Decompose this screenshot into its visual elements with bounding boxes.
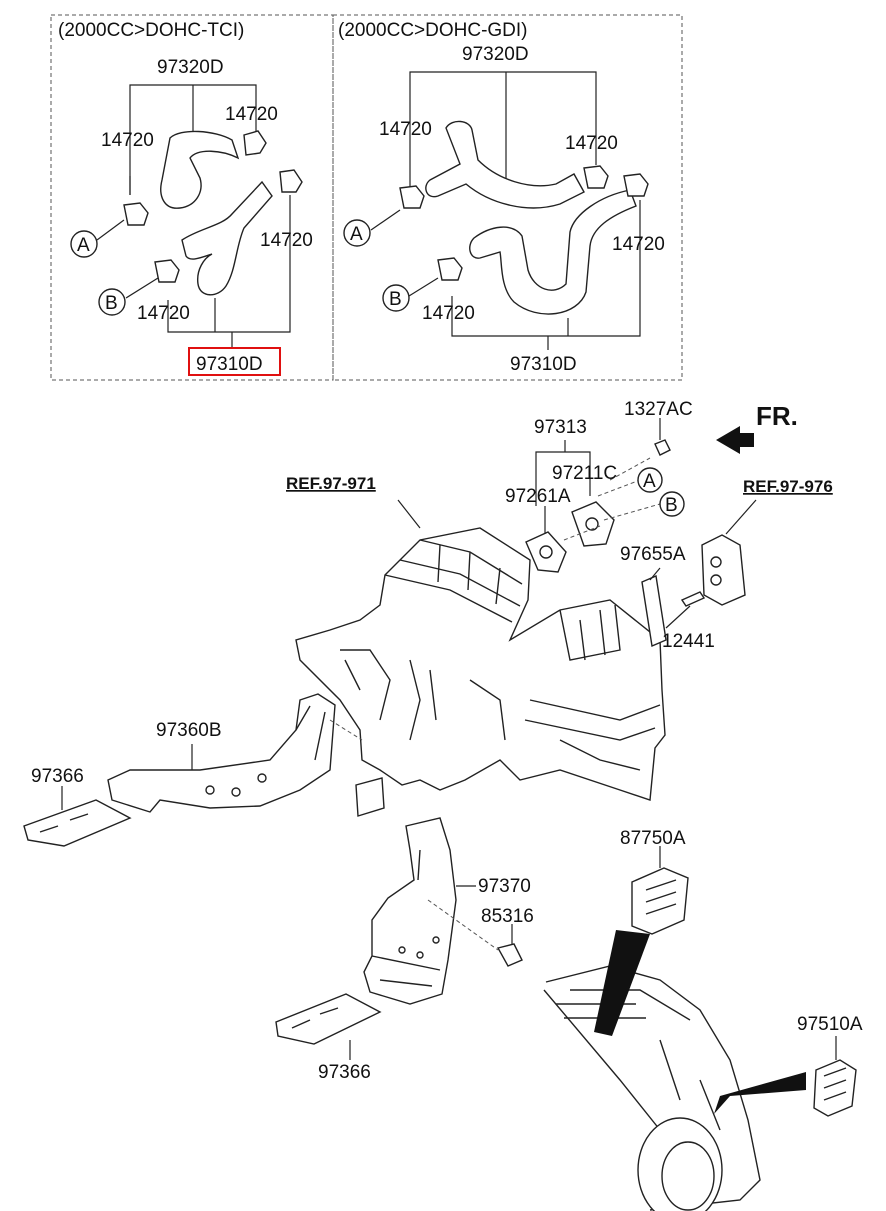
tci-97310D-label: 97310D xyxy=(196,354,263,375)
vehicle-rear-view xyxy=(543,965,761,1211)
gdi-marker-b xyxy=(382,284,410,312)
label-97211C: 97211C xyxy=(552,463,617,484)
tci-14720-label-2: 14720 xyxy=(101,130,154,151)
tci-14720-label-4: 14720 xyxy=(137,303,190,324)
front-arrow-icon xyxy=(716,426,754,454)
floor-piece-97366-left xyxy=(23,799,132,847)
label-97313: 97313 xyxy=(534,417,587,438)
main-marker-a-label: A xyxy=(643,471,656,492)
gdi-14720-label-3: 14720 xyxy=(612,234,665,255)
clip-85316 xyxy=(496,943,523,967)
duct-97360B xyxy=(107,693,336,813)
gdi-97320D-label: 97320D xyxy=(462,44,529,65)
label-85316: 85316 xyxy=(481,906,534,927)
tci-marker-b-label: B xyxy=(105,293,118,314)
ref-97-971-label: REF.97-971 xyxy=(286,474,376,493)
label-12441: 12441 xyxy=(662,631,715,652)
gdi-marker-b-label: B xyxy=(389,289,402,310)
vent-87750A xyxy=(631,867,689,935)
tci-marker-a xyxy=(70,230,98,258)
label-87750A: 87750A xyxy=(620,828,686,849)
label-97366-left: 97366 xyxy=(31,766,84,787)
floor-piece-97366-bottom xyxy=(275,993,382,1045)
label-97370: 97370 xyxy=(478,876,531,897)
tci-14720-label-1: 14720 xyxy=(225,104,278,125)
gdi-marker-a xyxy=(343,219,371,247)
label-97510A: 97510A xyxy=(797,1014,863,1035)
label-97366-bottom: 97366 xyxy=(318,1062,371,1083)
main-marker-a xyxy=(637,467,663,493)
highlight-box-97310D xyxy=(188,347,281,376)
pointer-97510A xyxy=(714,1072,806,1114)
gdi-97310D-label: 97310D xyxy=(510,354,577,375)
label-97655A: 97655A xyxy=(620,544,686,565)
gdi-hose-assembly xyxy=(370,71,649,350)
hvac-unit xyxy=(295,527,666,817)
tci-hose-assembly xyxy=(96,84,303,348)
gdi-14720-label-2: 14720 xyxy=(565,133,618,154)
gdi-marker-a-label: A xyxy=(350,224,363,245)
tci-marker-b xyxy=(98,288,126,316)
tci-97320D-label: 97320D xyxy=(157,57,224,78)
nut-1327AC xyxy=(654,439,671,456)
bolt-12441 xyxy=(680,591,706,607)
label-97360B: 97360B xyxy=(156,720,222,741)
duct-97370 xyxy=(363,817,457,1005)
main-marker-b xyxy=(659,491,685,517)
panel-tci xyxy=(50,14,334,381)
label-1327AC: 1327AC xyxy=(624,399,693,420)
front-direction-label: FR. xyxy=(756,401,798,431)
pointer-87750A xyxy=(594,930,650,1036)
gdi-14720-label-1: 14720 xyxy=(379,119,432,140)
tci-14720-label-3: 14720 xyxy=(260,230,313,251)
panel-tci-title: (2000CC>DOHC-TCI) xyxy=(58,20,244,41)
tci-marker-a-label: A xyxy=(77,235,90,256)
gdi-14720-label-4: 14720 xyxy=(422,303,475,324)
panel-gdi-title: (2000CC>DOHC-GDI) xyxy=(338,20,528,41)
expansion-valve-block xyxy=(701,534,746,606)
ref-97-976-label: REF.97-976 xyxy=(743,477,833,496)
main-marker-b-label: B xyxy=(665,495,678,516)
vent-97510A xyxy=(813,1059,857,1117)
label-97261A: 97261A xyxy=(505,486,571,507)
